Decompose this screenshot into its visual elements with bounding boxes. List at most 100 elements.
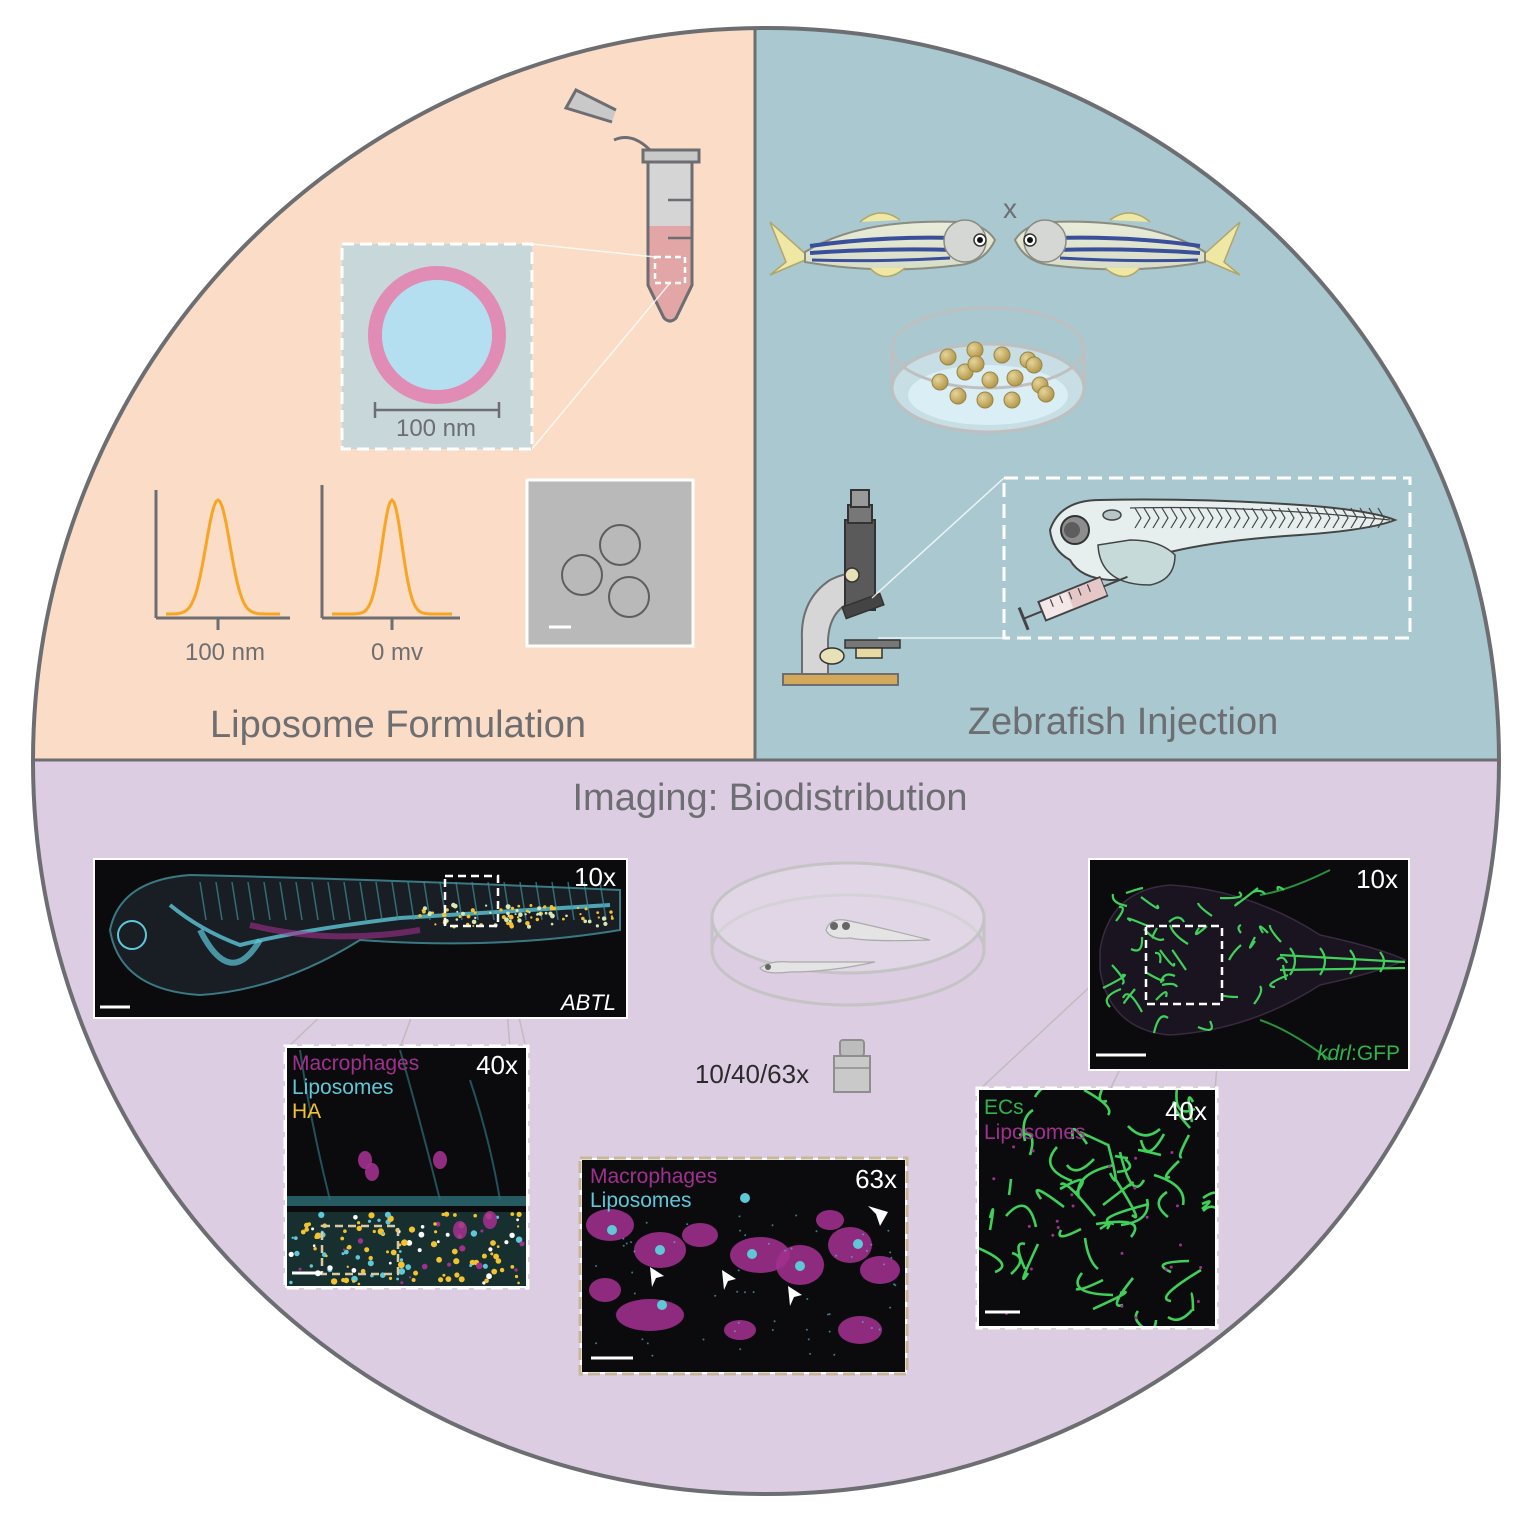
fluorescent-dot (536, 913, 539, 916)
fluorescent-dot (309, 1264, 313, 1268)
liposome (1120, 1304, 1124, 1308)
tem-image (525, 478, 695, 648)
fluorescent-dot (550, 922, 554, 926)
arrowhead-markers (650, 1206, 888, 1306)
somite (1215, 507, 1223, 529)
fluorescent-dot (401, 1239, 408, 1246)
liposome (686, 1223, 689, 1226)
fluorescent-dot (300, 1229, 306, 1235)
macrophage (589, 1278, 621, 1302)
kdrl-40x-panel: ECs Liposomes 40x (975, 1086, 1219, 1330)
fluorescent-dot (399, 1258, 404, 1262)
fluorescent-dot (510, 1212, 515, 1216)
fluorescent-dot (471, 919, 477, 925)
liposome (1199, 1266, 1203, 1269)
legend-liposomes: Liposomes (292, 1076, 394, 1099)
fluorescent-dot (499, 908, 503, 912)
fluorescent-dot (293, 1236, 298, 1240)
fluorescent-dot (408, 1276, 412, 1279)
fluorescent-dot (583, 919, 587, 924)
fluorescent-dot (610, 916, 614, 920)
fluorescent-dot (517, 904, 521, 908)
somite (1152, 507, 1160, 529)
liposome (625, 1242, 628, 1245)
vessel (295, 881, 303, 921)
somite (1161, 507, 1169, 529)
fluorescent-dot (517, 1281, 520, 1285)
imaging-dish-icon (710, 861, 986, 1007)
fluorescent-dot (501, 915, 506, 920)
macrophage (433, 1151, 447, 1169)
fluorescent-dot (476, 1262, 483, 1270)
adult-zebrafish-icon (1013, 212, 1241, 278)
liposome (744, 1234, 747, 1237)
fluorescent-dot (484, 1278, 489, 1284)
fluorescent-dot (610, 915, 614, 918)
liposome (702, 1338, 705, 1341)
fluorescent-dot (470, 908, 475, 913)
fluorescent-dot (420, 1225, 425, 1229)
liposome (1169, 1265, 1173, 1269)
liposome (645, 1221, 648, 1224)
somite (1206, 507, 1214, 529)
fluorescent-dot (400, 1281, 404, 1285)
legend-ecs: ECs (984, 1096, 1024, 1119)
fluorescent-dot (456, 910, 459, 913)
vessel-network (979, 1090, 1215, 1326)
fluorescent-dot (496, 1245, 500, 1248)
fluorescent-dot (436, 1240, 440, 1244)
liposome (1056, 1226, 1060, 1229)
vessel (359, 881, 367, 921)
fluorescent-dot (343, 1249, 349, 1255)
liposome (622, 1237, 625, 1240)
fluorescent-dot (490, 1252, 494, 1256)
liposome (1108, 1165, 1112, 1169)
liposome (1175, 1204, 1179, 1208)
somite (1143, 507, 1151, 529)
somite (1332, 507, 1340, 529)
fluorescent-dot (481, 1253, 487, 1259)
liposome (646, 1342, 649, 1345)
vessel (551, 881, 559, 921)
vessel (583, 881, 591, 921)
fluorescent-dot (445, 908, 449, 912)
fluorescent-dot (609, 910, 613, 914)
somite (1242, 507, 1250, 529)
fluorescent-dot (294, 1250, 300, 1257)
fluorescent-dot (459, 1245, 466, 1252)
fluorescent-dot (330, 1278, 338, 1285)
fluorescent-dot (506, 911, 510, 916)
legend-liposomes: Liposomes (984, 1121, 1086, 1144)
macrophage (453, 1221, 467, 1239)
vessel (343, 881, 351, 921)
fluorescent-dot (417, 1248, 422, 1253)
fluorescent-dot (451, 902, 456, 908)
liposome (861, 1321, 864, 1323)
fluorescent-dot (357, 1238, 364, 1244)
zeta-curve (332, 497, 452, 616)
fluorescent-dot (549, 906, 554, 911)
macrophage (828, 1227, 872, 1263)
somite (1251, 507, 1259, 529)
liposome (1027, 1224, 1031, 1228)
liposome (736, 1290, 739, 1293)
liposome (992, 1177, 996, 1181)
vessel-network (1102, 885, 1289, 1034)
liposome (828, 1330, 831, 1333)
liposome (790, 1247, 793, 1250)
fluorescent-dot (480, 1229, 484, 1233)
abtl-10x-panel: 10x ABTL (93, 858, 628, 1019)
fluorescent-dot (528, 911, 531, 914)
somite (1224, 507, 1232, 529)
fluorescent-dot (421, 1263, 428, 1270)
fluorescent-dot (485, 904, 488, 907)
fluorescent-dot (396, 1277, 399, 1281)
strain-gene: kdrl (1317, 1042, 1352, 1065)
somite (1233, 507, 1241, 529)
liposome (1012, 1145, 1016, 1149)
fluorescent-dot (357, 1282, 361, 1286)
liposome (651, 1354, 654, 1357)
adult-zebrafish-icon (769, 212, 997, 278)
fluorescent-dot (518, 912, 523, 918)
injection-title: Zebrafish Injection (968, 701, 1279, 743)
